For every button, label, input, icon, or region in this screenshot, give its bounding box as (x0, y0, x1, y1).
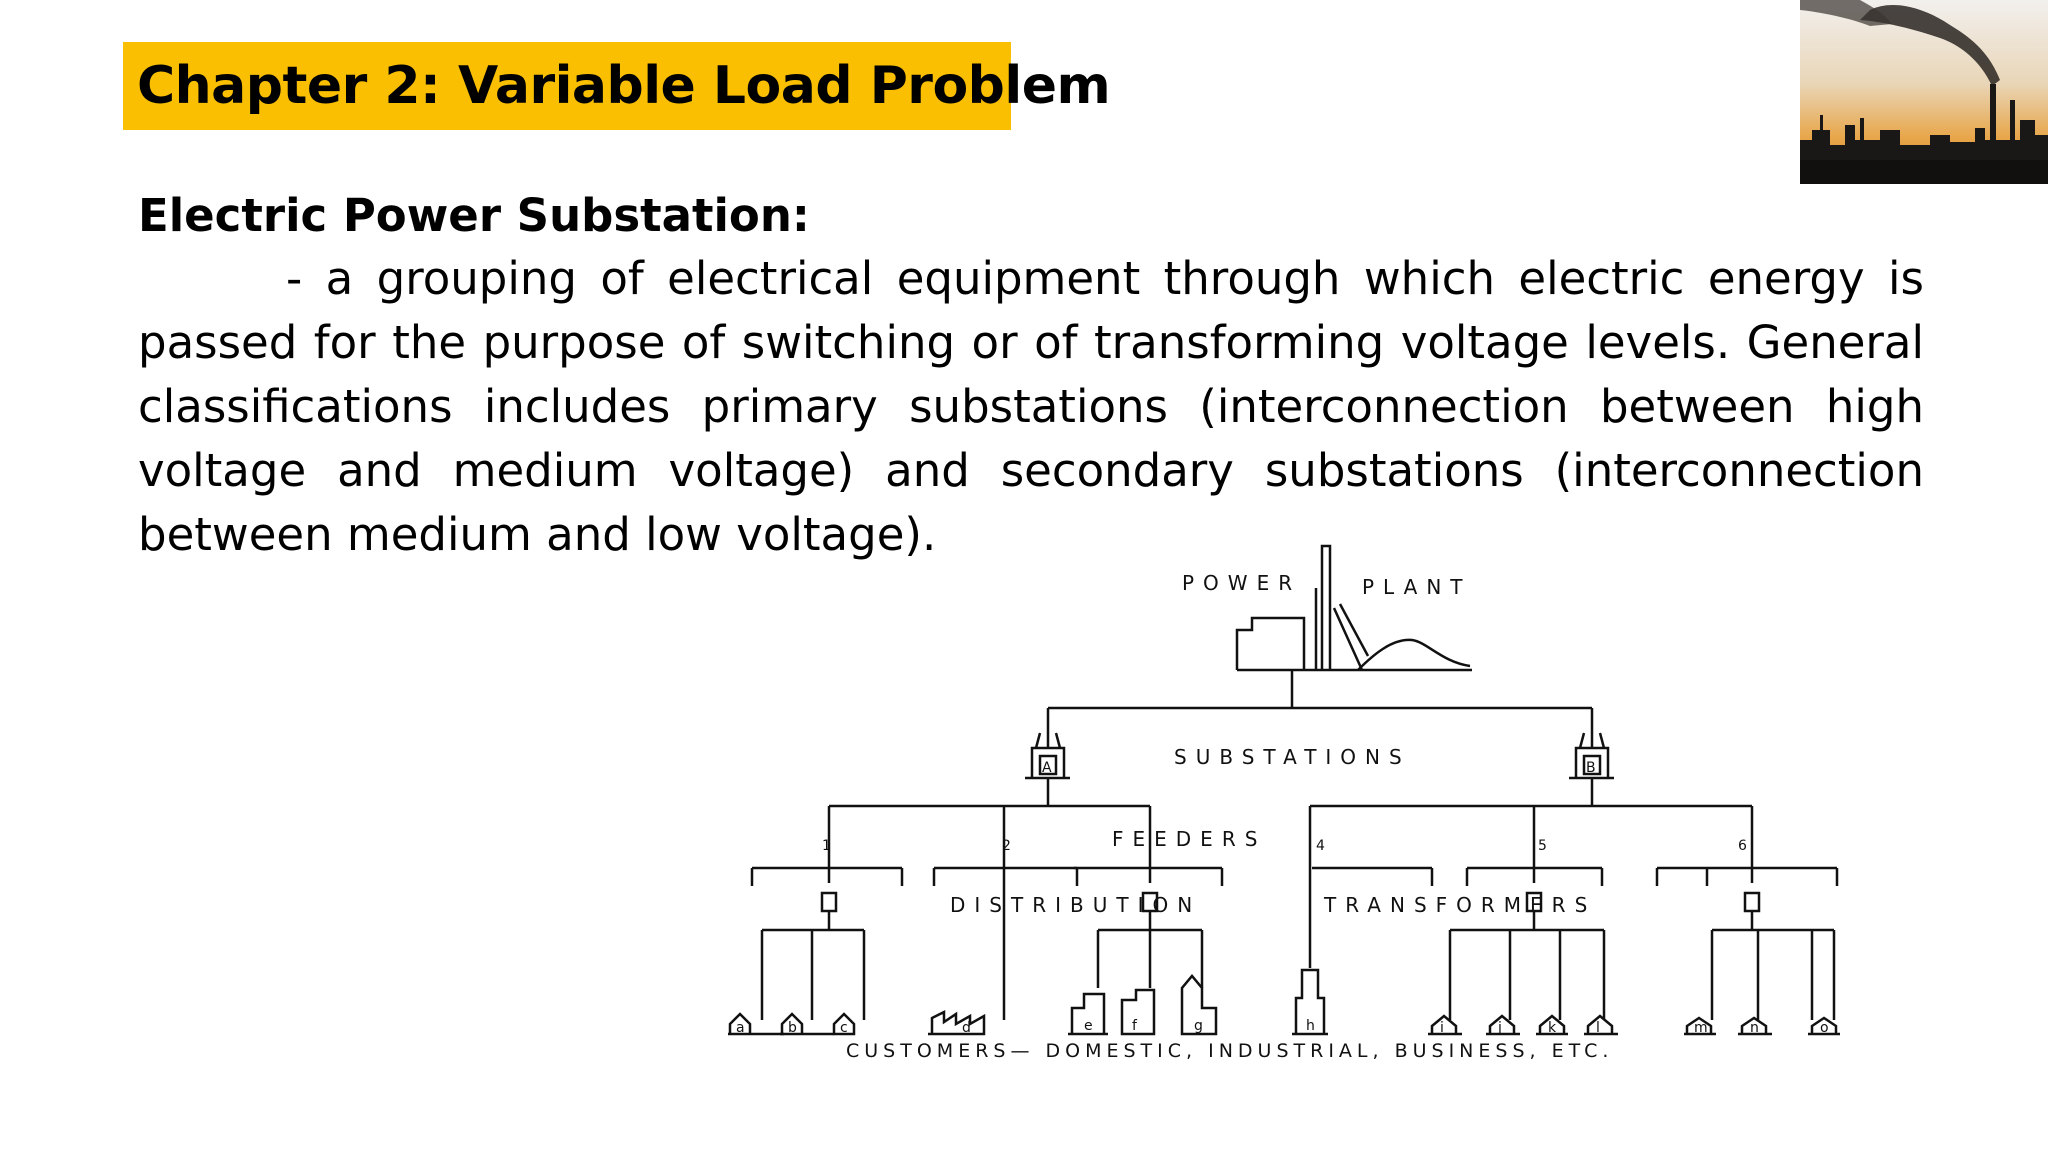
section-heading: Electric Power Substation: (138, 189, 810, 242)
feeder-number-4: 4 (1316, 838, 1325, 854)
customer-letter-j: j (1497, 1020, 1502, 1036)
substation-a-letter: A (1042, 760, 1052, 776)
slide-title: Chapter 2: Variable Load Problem (137, 56, 1111, 116)
substation-b-letter: B (1586, 760, 1596, 776)
customer-letter-g: g (1194, 1018, 1203, 1034)
distribution-label: DISTRIBUTION (950, 893, 1201, 917)
customer-letter-e: e (1084, 1018, 1093, 1034)
power-label: POWER (1182, 571, 1301, 595)
customer-letter-m: m (1694, 1020, 1708, 1036)
feeder-number-2: 2 (1002, 838, 1011, 854)
customer-buildings (728, 968, 1840, 1036)
substations-label: SUBSTATIONS (1174, 745, 1411, 769)
customer-letter-f: f (1132, 1018, 1138, 1034)
feeder-number-6: 6 (1738, 838, 1747, 854)
customer-letter-a: a (736, 1020, 745, 1036)
power-plant-drawing (1235, 544, 1472, 672)
title-banner: Chapter 2: Variable Load Problem (123, 42, 1111, 130)
customers-label: CUSTOMERS— DOMESTIC, INDUSTRIAL, BUSINES… (846, 1040, 1613, 1062)
customer-letter-n: n (1750, 1020, 1759, 1036)
definition-paragraph: - a grouping of electrical equipment thr… (138, 252, 1924, 561)
feeder-number-5: 5 (1538, 838, 1547, 854)
customer-letter-d: d (962, 1020, 971, 1036)
power-distribution-diagram: POWER PLANT A B SUBSTATIONS FEEDERS 1 2 … (722, 538, 1848, 1152)
slide-body: Electric Power Substation: - a grouping … (138, 185, 1924, 567)
customer-letter-o: o (1820, 1020, 1829, 1036)
transformers-label: TRANSFORMERS (1323, 893, 1596, 917)
feeder-number-1: 1 (822, 838, 831, 854)
customer-letter-k: k (1548, 1020, 1557, 1036)
feeders-label: FEEDERS (1112, 827, 1266, 851)
customer-letter-c: c (840, 1020, 848, 1036)
customer-letter-b: b (788, 1020, 797, 1036)
plant-label: PLANT (1362, 575, 1472, 599)
factory-smokestack-photo (1800, 0, 2048, 184)
customer-letter-h: h (1306, 1018, 1315, 1034)
customer-letter-l: l (1596, 1020, 1600, 1036)
customer-letter-i: i (1440, 1020, 1444, 1036)
